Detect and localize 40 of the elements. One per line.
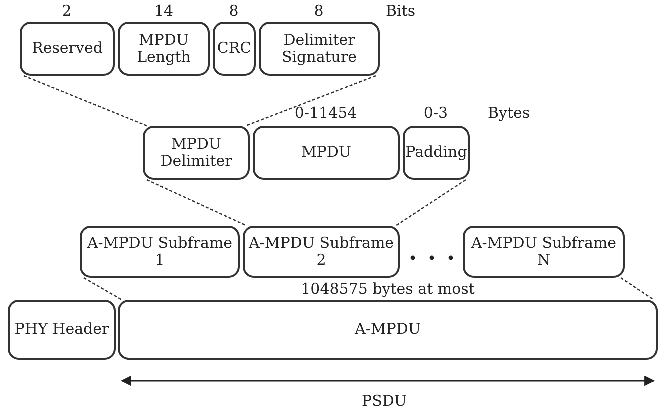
frame-field-box — [80, 226, 240, 278]
field-label: Delimiter Signature — [280, 32, 358, 66]
leader-line — [146, 179, 248, 227]
unit-label: Bits — [386, 2, 416, 20]
frame-field-box — [243, 226, 400, 278]
leader-line — [84, 277, 122, 301]
field-label: A-MPDU — [354, 321, 422, 339]
field-label: MPDU — [301, 144, 352, 162]
frame-field-box — [253, 126, 400, 180]
frame-field-box — [118, 22, 210, 76]
field-label: MPDU Length — [136, 32, 192, 66]
field-label: MPDU Delimiter — [160, 136, 234, 170]
frame-field-box — [8, 300, 116, 360]
frame-field-box — [463, 226, 625, 278]
frame-field-box — [213, 22, 256, 76]
size-label: 14 — [154, 2, 174, 20]
field-label: A-MPDU Subframe 2 — [248, 234, 396, 270]
unit-label: Bytes — [488, 104, 530, 122]
size-label: 0-11454 — [294, 104, 358, 122]
leader-line — [24, 75, 148, 127]
field-label: Reserved — [32, 40, 103, 58]
size-label: 1048575 bytes at most — [301, 280, 475, 298]
field-label: PHY Header — [14, 321, 110, 339]
size-label: 0-3 — [424, 104, 448, 122]
size-label: 2 — [62, 2, 72, 20]
leader-line — [620, 277, 654, 301]
frame-field-box — [118, 300, 658, 360]
frame-field-box — [259, 22, 380, 76]
field-label: A-MPDU Subframe 1 — [86, 234, 234, 270]
frame-field-box — [143, 126, 250, 180]
size-label: 8 — [314, 2, 324, 20]
size-label: 8 — [229, 2, 239, 20]
field-label: CRC — [217, 40, 252, 58]
frame-field-box — [403, 126, 470, 180]
field-label: Padding — [406, 144, 468, 162]
frame-field-box — [20, 22, 115, 76]
field-label: A-MPDU Subframe N — [470, 234, 618, 270]
unit-label: PSDU — [362, 392, 408, 410]
leader-line — [396, 179, 466, 227]
leader-line — [246, 75, 376, 127]
